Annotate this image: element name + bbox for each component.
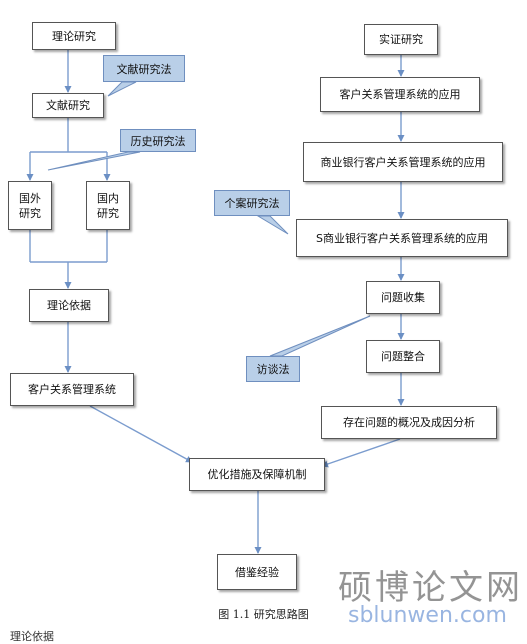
node-literature-research: 文献研究 [32, 93, 104, 118]
callout-interview-method: 访谈法 [246, 356, 300, 382]
callout-case-method: 个案研究法 [214, 190, 290, 216]
bottom-text-fragment: 理论依据 [10, 630, 54, 643]
node-s-bank-crm-application: S商业银行客户关系管理系统的应用 [296, 219, 508, 257]
node-crm-application: 客户关系管理系统的应用 [320, 77, 480, 112]
node-bank-crm-application: 商业银行客户关系管理系统的应用 [303, 142, 503, 182]
node-crm-system: 客户关系管理系统 [10, 373, 134, 406]
callout-tail-history [47, 151, 141, 171]
watermark-cn: 硕博论文网 [338, 568, 523, 608]
node-problem-collection: 问题收集 [366, 281, 440, 314]
arrow-crm-to-optimization [89, 405, 193, 463]
watermark-en: sblunwen.com [348, 603, 507, 628]
node-theory-basis: 理论依据 [29, 289, 109, 322]
callout-tail-case [256, 215, 289, 235]
node-empirical-research: 实证研究 [364, 24, 438, 55]
figure-caption: 图 1.1 研究思路图 [218, 608, 309, 621]
callout-literature-method: 文献研究法 [103, 55, 185, 82]
node-foreign-research: 国外研究 [8, 181, 52, 230]
node-domestic-research: 国内研究 [86, 181, 130, 230]
node-problem-integration: 问题整合 [366, 340, 440, 373]
arrow-analysis-to-optimization [321, 438, 401, 468]
node-problem-analysis: 存在问题的概况及成因分析 [321, 406, 497, 439]
node-reference-experience: 借鉴经验 [217, 554, 297, 590]
callout-history-method: 历史研究法 [120, 129, 196, 152]
callout-tail-interview [269, 315, 371, 357]
node-optimization-measures: 优化措施及保障机制 [189, 458, 325, 491]
node-theory-research: 理论研究 [32, 22, 116, 50]
callout-tail-literature [107, 81, 137, 97]
